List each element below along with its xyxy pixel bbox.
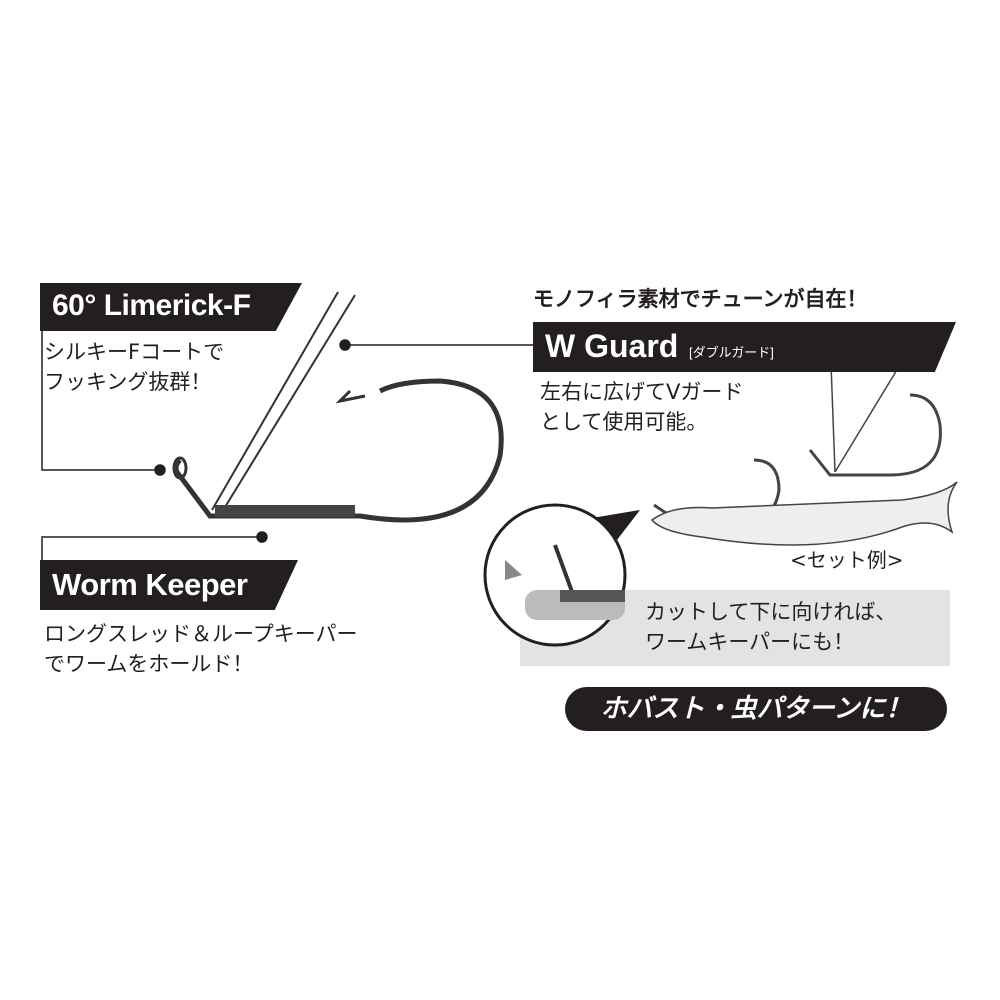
w-guard-desc: 左右に広げてVガード として使用可能。 bbox=[540, 377, 743, 437]
w-guard-banner: W Guard [ダブルガード] bbox=[533, 322, 956, 372]
cut-desc: カットして下に向ければ、 ワームキーパーにも！ bbox=[645, 597, 896, 657]
main-hook-illustration bbox=[172, 291, 504, 523]
worm-keeper-title: Worm Keeper bbox=[52, 567, 248, 602]
w-guard-line-2: として使用可能。 bbox=[540, 410, 708, 434]
w-guard-subtitle: [ダブルガード] bbox=[689, 345, 774, 360]
limerick-banner: 60° Limerick-F bbox=[40, 283, 302, 331]
set-example-label: <セット例> bbox=[790, 548, 904, 572]
w-guard-title: W Guard bbox=[545, 328, 679, 364]
worm-keeper-desc: ロングスレッド＆ループキーパー でワームをホールド！ bbox=[44, 619, 358, 679]
w-guard-line-1: 左右に広げてVガード bbox=[540, 380, 744, 404]
limerick-desc: シルキーFコートで フッキング抜群！ bbox=[44, 337, 224, 397]
limerick-title: 60° Limerick-F bbox=[52, 289, 251, 322]
cut-line-2: ワームキーパーにも！ bbox=[645, 630, 855, 654]
worm-keeper-line-1: ロングスレッド＆ループキーパー bbox=[44, 622, 358, 646]
zoom-callout bbox=[483, 503, 950, 666]
pattern-badge: ホバスト・虫パターンに！ bbox=[565, 687, 947, 731]
limerick-line-2: フッキング抜群！ bbox=[44, 370, 212, 394]
connector-limerick bbox=[41, 331, 166, 476]
worm-keeper-line-2: でワームをホールド！ bbox=[44, 652, 254, 676]
worm-keeper-banner: Worm Keeper bbox=[40, 560, 298, 610]
connector-worm-keeper bbox=[41, 531, 268, 560]
right-headline: モノフィラ素材でチューンが自在！ bbox=[533, 287, 868, 311]
connector-w-guard bbox=[339, 339, 533, 351]
limerick-line-1: シルキーFコートで bbox=[44, 340, 225, 364]
cut-line-1: カットして下に向ければ、 bbox=[645, 600, 897, 624]
